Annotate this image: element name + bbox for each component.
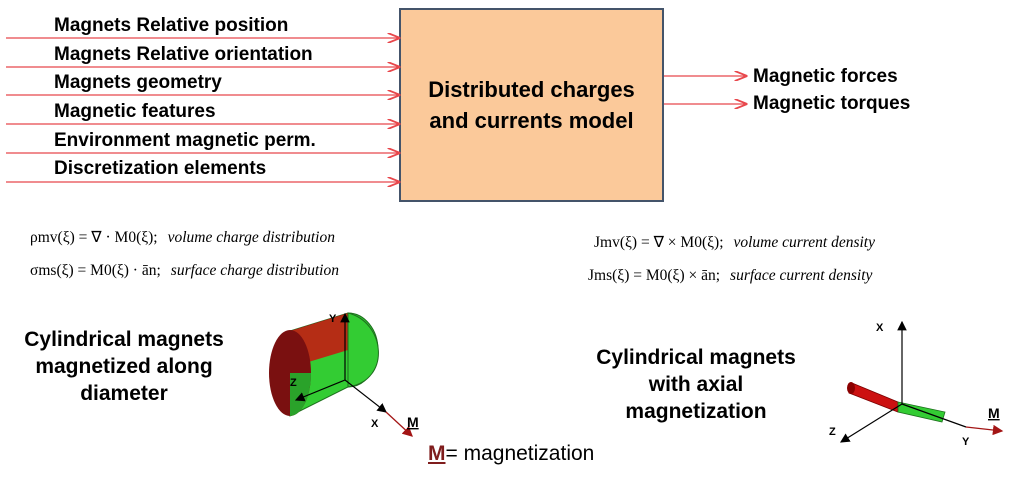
input-label-magnetic-features: Magnetic features <box>54 101 216 122</box>
output-label-forces: Magnetic forces <box>753 66 898 87</box>
model-title: Distributed charges and currents model <box>428 77 635 133</box>
equation-lhs: ρmv(ξ) = ∇ · M0(ξ); <box>30 229 158 246</box>
caption-axial: Cylindrical magnets with axial magnetiza… <box>596 346 796 423</box>
input-label-relative-position: Magnets Relative position <box>54 15 289 36</box>
caption-diametral: Cylindrical magnets magnetized along dia… <box>24 328 224 405</box>
diametral-magnet-figure: Y Z X M <box>269 312 419 437</box>
input-label-environment-permeability: Environment magnetic perm. <box>54 130 316 151</box>
equation-lhs: σms(ξ) = M0(ξ) · ān; <box>30 262 161 279</box>
equation-surface-current: Jms(ξ) = M0(ξ) × ān; surface current dens… <box>588 266 872 286</box>
input-label-relative-orientation: Magnets Relative orientation <box>54 44 313 65</box>
axis-label-m: M <box>988 405 1000 421</box>
equation-volume-current: Jmv(ξ) = ∇ × M0(ξ); volume current densit… <box>594 233 875 253</box>
equation-desc: volume charge distribution <box>167 229 335 246</box>
axis-label-m: M <box>407 414 419 430</box>
model-box: Distributed charges and currents model <box>399 8 664 202</box>
equation-desc: volume current density <box>733 234 875 251</box>
equation-surface-charge: σms(ξ) = M0(ξ) · ān; surface charge distr… <box>30 261 339 281</box>
axis-label-y: Y <box>329 313 337 325</box>
axis-label-z: Z <box>290 377 297 389</box>
cylinder-red-half <box>848 382 899 413</box>
cylinder-right-cap-green <box>347 312 379 388</box>
axis-label-z: Z <box>829 426 836 438</box>
axis-label-x: X <box>876 322 884 334</box>
equation-volume-charge: ρmv(ξ) = ∇ · M0(ξ); volume charge distrib… <box>30 228 335 248</box>
input-label-geometry: Magnets geometry <box>54 72 222 93</box>
equation-desc: surface charge distribution <box>170 262 339 279</box>
equation-lhs: Jms(ξ) = M0(ξ) × ān; <box>588 267 721 284</box>
input-label-discretization: Discretization elements <box>54 158 267 179</box>
m-vector <box>385 411 413 437</box>
axial-magnet-figure: X Z Y M <box>829 320 1004 448</box>
equation-desc: surface current density <box>730 267 873 284</box>
axis-label-x: X <box>371 418 379 430</box>
legend-text: = magnetization <box>445 442 595 465</box>
m-vector <box>965 424 1004 436</box>
legend-symbol: M <box>428 442 446 465</box>
axis-label-y: Y <box>962 436 970 448</box>
output-label-torques: Magnetic torques <box>753 93 911 114</box>
equation-lhs: Jmv(ξ) = ∇ × M0(ξ); <box>594 234 724 251</box>
magnetization-legend: M= magnetization <box>428 442 594 466</box>
